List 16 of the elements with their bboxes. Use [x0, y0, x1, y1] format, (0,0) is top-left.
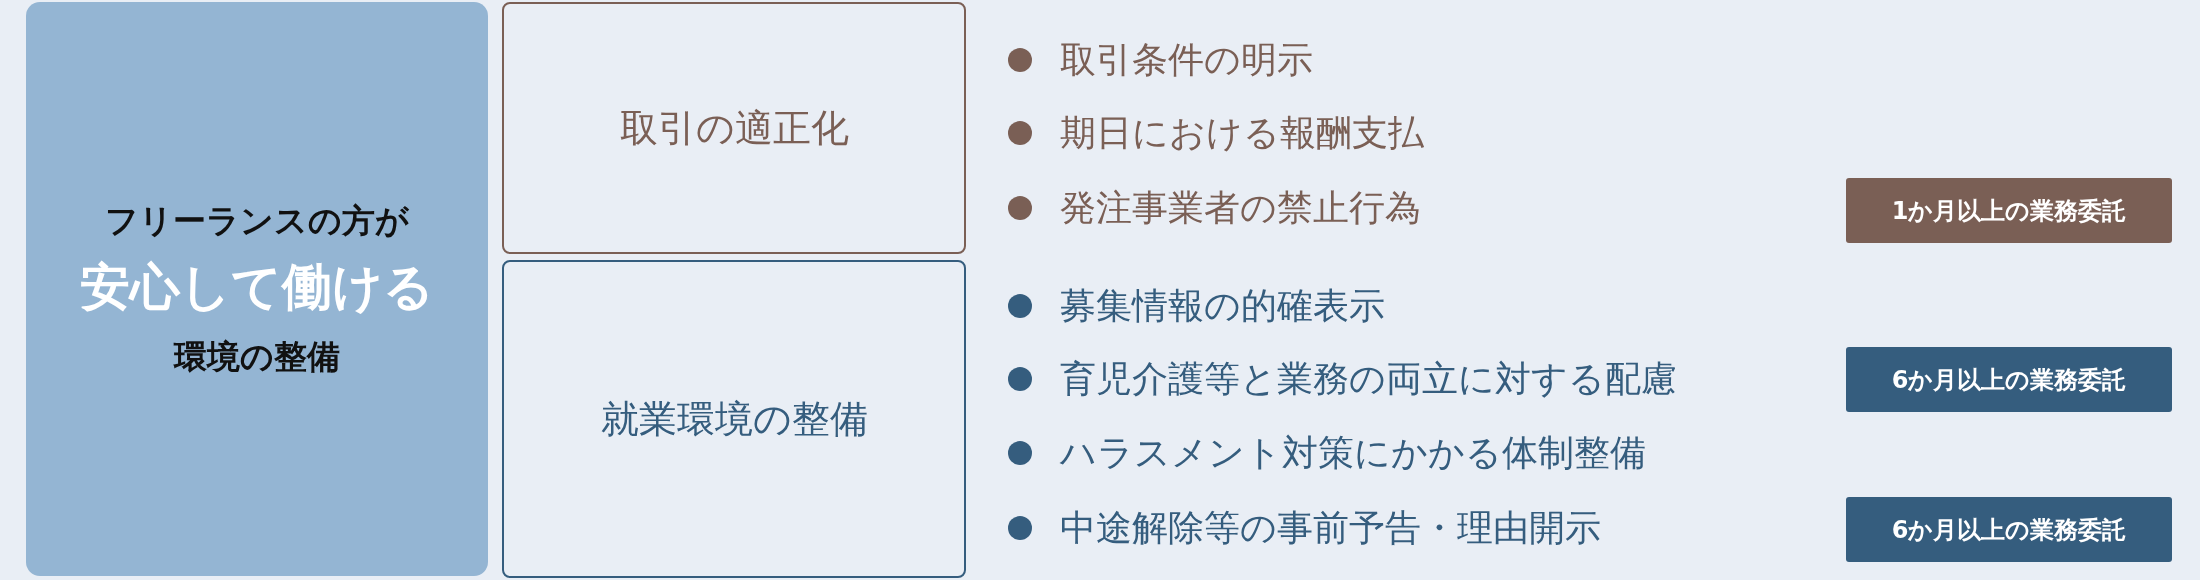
list-item: ハラスメント対策にかかる体制整備 — [1060, 430, 1646, 475]
heading-text: 環境の整備 — [174, 335, 340, 378]
list-item: 取引条件の明示 — [1060, 37, 1313, 82]
list-item: 募集情報の的確表示 — [1060, 283, 1385, 328]
condition-badge: 6か月以上の業務委託 — [1846, 497, 2172, 562]
heading-text: 安心して働ける — [80, 256, 434, 318]
category-box: 取引の適正化 — [502, 2, 966, 254]
category-box: 就業環境の整備 — [502, 260, 966, 578]
heading-text: フリーランスの方が — [105, 199, 409, 242]
condition-badge: 6か月以上の業務委託 — [1846, 347, 2172, 412]
title-panel — [26, 2, 488, 576]
condition-badge: 1か月以上の業務委託 — [1846, 178, 2172, 243]
list-item: 育児介護等と業務の両立に対する配慮 — [1060, 356, 1677, 401]
list-item: 中途解除等の事前予告・理由開示 — [1060, 505, 1601, 550]
list-item: 期日における報酬支払 — [1060, 110, 1424, 155]
list-item: 発注事業者の禁止行為 — [1060, 185, 1421, 230]
